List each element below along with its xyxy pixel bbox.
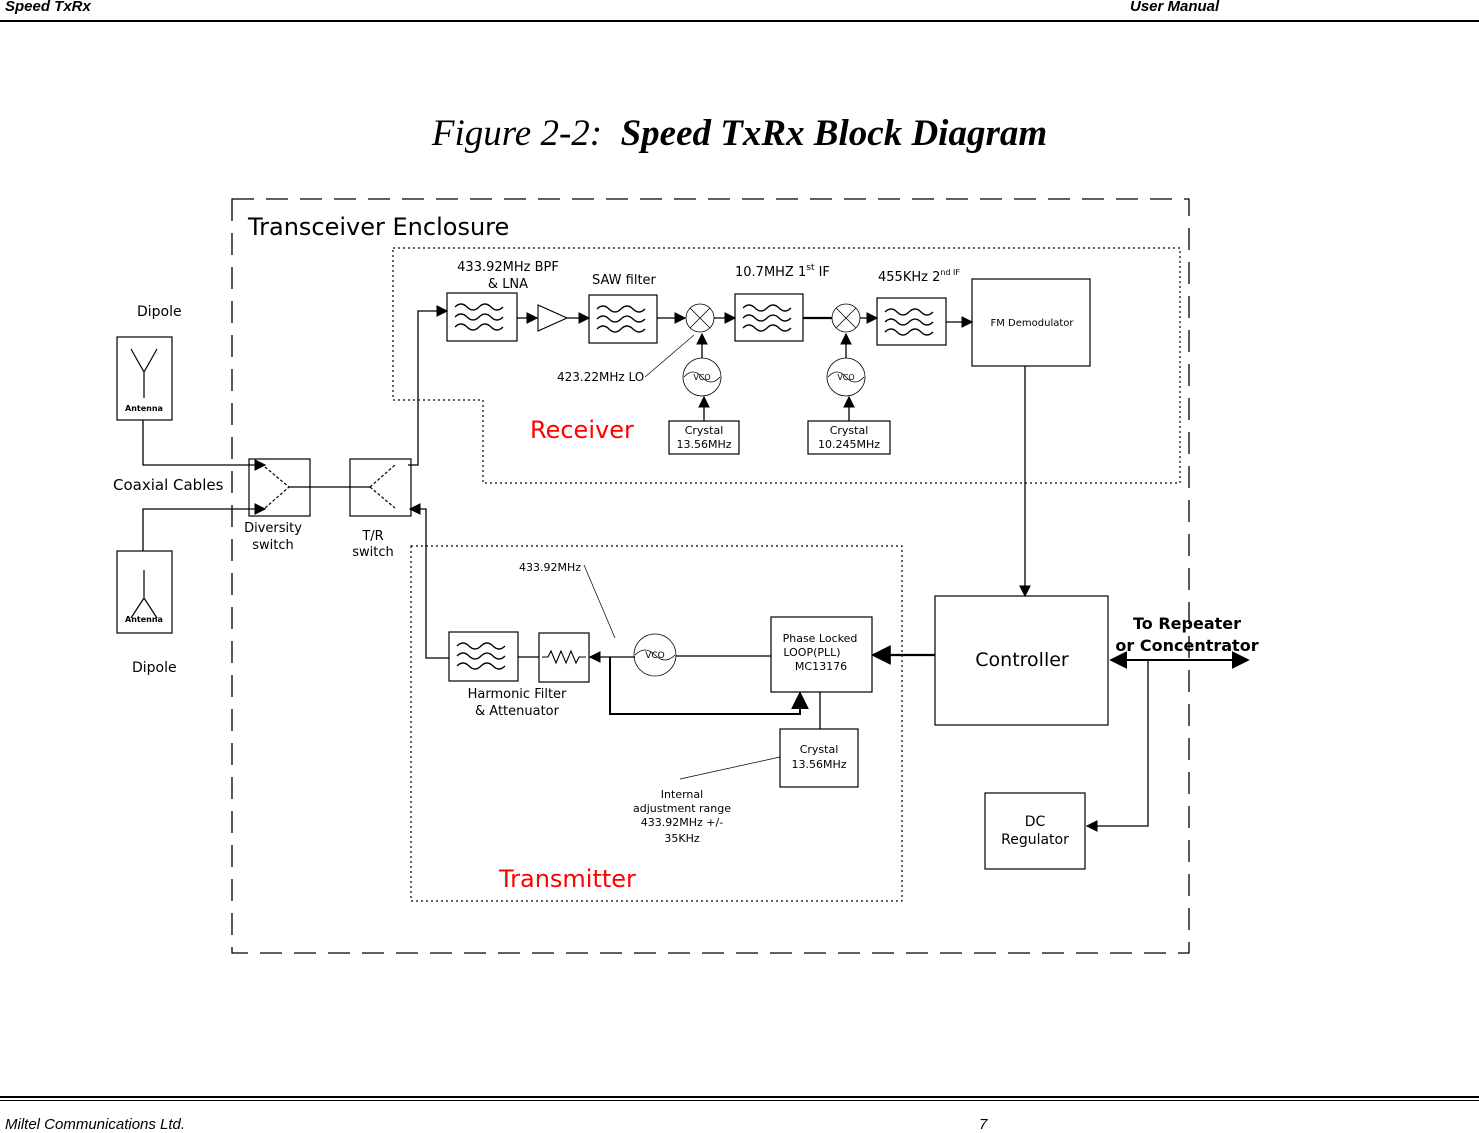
antenna-icon [130,570,158,619]
tr-label-2: switch [352,545,394,560]
tr-label-1: T/R [361,529,383,544]
if2-label: 455KHz 2nd IF [878,268,960,285]
to-dc-regulator-line [1085,660,1149,832]
pll-label-2: LOOP(PLL) [783,646,840,659]
receiver-label: Receiver [530,416,634,444]
to-repeater-label-1: To Repeater [1133,614,1241,633]
antenna-icon [130,348,158,398]
receiver-region [392,247,1181,484]
transceiver-enclosure [231,198,1190,954]
harmonic-label-2: & Attenuator [475,704,560,719]
antenna-bottom-caption: Dipole [132,660,177,676]
diversity-label-1: Diversity [244,521,302,536]
crystal-rx1-label-1: Crystal [685,424,724,437]
crystal-rx1-label-2: 13.56MHz [676,438,731,451]
bpf-label-2: & LNA [488,277,528,292]
internal-adj-label-3: 433.92MHz +/- [641,816,723,829]
to-repeater-label-2: or Concentrator [1115,636,1258,655]
vco-tx-label: VCO [645,651,665,661]
antenna-top: Antenna [116,336,173,421]
vco-rx1-label: VCO [693,373,710,382]
vco-rx2-label: VCO [837,373,854,382]
page-number: 7 [979,1116,988,1133]
controller-label: Controller [975,649,1069,671]
crystal-rx2-label-1: Crystal [830,424,869,437]
dc-regulator [984,792,1086,870]
coax-top-line [142,420,267,471]
internal-adj-label-1: Internal [661,788,703,801]
tr-to-bpf-line [408,305,449,466]
coax-label: Coaxial Cables [113,476,224,494]
figure-title: Speed TxRx Block Diagram [620,113,1048,154]
internal-adj-label-2: adjustment range [633,802,731,815]
if1-filter [734,293,804,342]
antenna-bottom-inner: Antenna [125,615,163,624]
fm-demodulator-label: FM Demodulator [990,318,1074,329]
harmonic-filter [448,631,519,682]
antenna-top-inner: Antenna [125,404,163,413]
if1-label: 10.7MHZ 1st IF [735,263,830,280]
sine-icon [827,371,865,383]
harmonic-to-tr-line [408,503,449,659]
bpf-label-1: 433.92MHz BPF [457,260,559,275]
mixer-2-icon [831,303,861,333]
crystal-tx-label-2: 13.56MHz [791,758,846,771]
diversity-label-2: switch [252,538,294,553]
saw-filter [588,294,658,344]
header-right: User Manual [1130,0,1220,15]
pll-label-1: Phase Locked [783,632,858,645]
internal-adj-leader-line [679,756,781,780]
lna-amplifier-icon [537,304,569,332]
mixer-1-icon [685,303,715,333]
dc-regulator-label-2: Regulator [1001,832,1069,848]
attenuator [538,632,590,683]
vco-tx: VCO [633,633,677,677]
crystal-tx-label-1: Crystal [800,743,839,756]
footer-rule-thin [0,1100,1479,1101]
crystal-rx2-label-2: 10.245MHz [818,438,880,451]
if2-filter [876,297,947,346]
sine-icon [634,649,676,661]
coax-bottom-line [142,503,267,551]
resistor-icon [542,649,586,665]
header-rule [0,20,1479,22]
transmitter-region [410,545,903,902]
sine-icon [683,371,721,383]
vco-rx1: VCO [682,357,722,397]
header-left: Speed TxRx [5,0,91,15]
controller-block [934,595,1109,726]
tr-switch [349,458,412,517]
internal-adj-label-4: 35KHz [664,832,699,845]
crystal-tx [779,728,859,788]
figure-label: Figure 2-2: [431,113,603,154]
lo-label: 423.22MHz LO [557,370,644,384]
footer-rule [0,1096,1479,1098]
tx-freq-label: 433.92MHz [519,561,581,574]
antenna-top-caption: Dipole [137,304,182,320]
dc-regulator-label-1: DC [1025,814,1046,830]
vco-rx2: VCO [826,357,866,397]
antenna-bottom: Antenna [116,550,173,634]
saw-label: SAW filter [592,273,657,288]
transmitter-label: Transmitter [498,865,636,893]
harmonic-label-1: Harmonic Filter [468,687,567,702]
enclosure-label: Transceiver Enclosure [247,213,509,241]
pll-feedback-line [609,657,809,715]
fm-demodulator [971,278,1091,367]
tx-freq-leader-line [583,564,616,639]
figure-caption: Figure 2-2: Speed TxRx Block Diagram [0,112,1479,155]
pll-label-3: MC13176 [795,660,847,673]
bpf-filter [446,292,518,342]
footer-left: Miltel Communications Ltd. [5,1116,186,1133]
lo-leader-line [644,334,695,378]
